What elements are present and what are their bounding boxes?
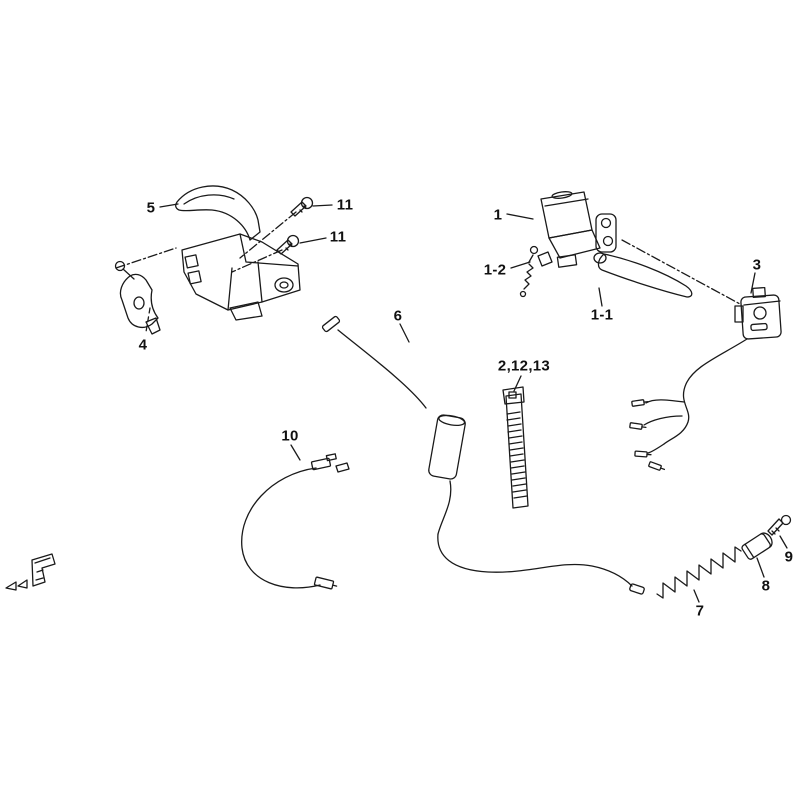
leader-5 — [159, 203, 179, 208]
part-label-10: 10 — [281, 427, 299, 445]
leader-8 — [756, 557, 765, 578]
edge-bracket — [5, 553, 56, 591]
small-bolt — [767, 514, 792, 536]
axis-line-3 — [621, 239, 741, 305]
part-label-4: 4 — [138, 336, 148, 354]
leader-3 — [750, 272, 756, 294]
part-label-8: 8 — [761, 577, 771, 595]
clamp-bracket — [114, 260, 161, 335]
leader-1 — [506, 213, 534, 220]
part-label-1-1: 1-1 — [590, 306, 614, 324]
part-label-6: 6 — [393, 307, 403, 325]
leader-1-2 — [510, 261, 531, 269]
leader-7 — [693, 589, 700, 603]
part-label-3: 3 — [752, 256, 762, 274]
leader-11-upper — [312, 204, 333, 207]
part-label-2-12-13: 2,12,13 — [497, 357, 551, 375]
leader-11-lower — [299, 237, 327, 244]
throttle-cable — [321, 315, 645, 595]
part-label-7: 7 — [695, 602, 705, 620]
cable-strap — [502, 386, 529, 509]
axis-line-4 — [115, 247, 177, 269]
axis-line-11-lower — [231, 249, 283, 273]
lead-wire-cable — [241, 453, 350, 590]
leader-1-1 — [598, 287, 603, 307]
leader-4 — [145, 307, 151, 333]
leader-9 — [779, 535, 788, 549]
part-label-1-2: 1-2 — [483, 261, 507, 279]
pivot-spring-parts — [519, 245, 553, 298]
barrel-nut — [741, 532, 773, 560]
coil-spring — [656, 546, 742, 599]
leader-10 — [290, 444, 301, 461]
brake-lever-blade — [175, 185, 261, 241]
part-label-5: 5 — [146, 199, 156, 217]
axis-line-11-upper — [239, 211, 297, 259]
leader-2-12-13 — [513, 375, 522, 392]
part-label-9: 9 — [784, 548, 794, 566]
part-label-11-lower: 11 — [329, 228, 347, 246]
master-cylinder — [540, 191, 617, 268]
clutch-lever-blade — [593, 252, 693, 298]
lever-perch-body — [181, 233, 301, 321]
switch-housing — [734, 286, 782, 340]
leader-6 — [399, 323, 410, 343]
part-label-11-upper: 11 — [336, 196, 354, 214]
switch-wire-harness — [629, 338, 748, 473]
part-label-1: 1 — [493, 206, 503, 224]
